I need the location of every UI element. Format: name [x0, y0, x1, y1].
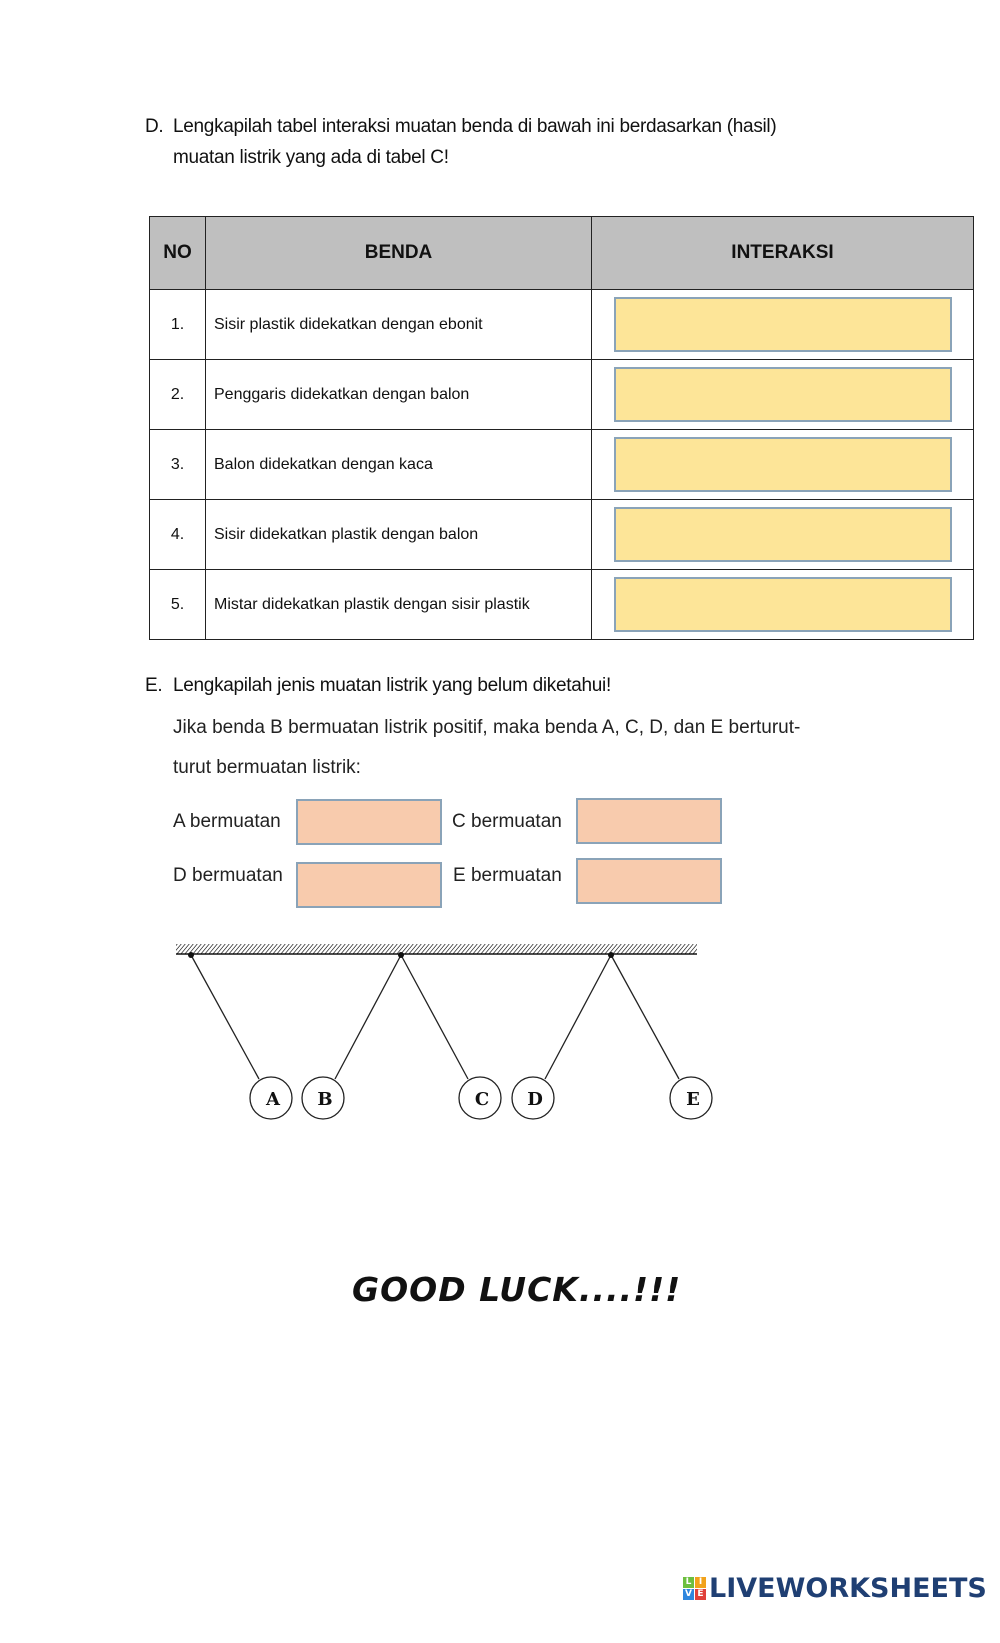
section-d-letter: D. [145, 116, 164, 137]
table-row: 2. Penggaris didekatkan dengan balon [149, 359, 974, 430]
header-benda: BENDA [205, 216, 592, 290]
section-e-line1: Jika benda B bermuatan listrik positif, … [173, 717, 801, 738]
ball-a [249, 1076, 293, 1120]
row-benda: Balon didekatkan dengan kaca [205, 429, 592, 500]
row-benda: Sisir didekatkan plastik dengan balon [205, 499, 592, 570]
ceiling-hatch [176, 944, 697, 954]
input-c[interactable] [576, 798, 722, 844]
string-c [400, 954, 469, 1080]
ball-d [511, 1076, 555, 1120]
header-no: NO [149, 216, 206, 290]
ball-label-e: E [686, 1089, 700, 1110]
row-no: 3. [149, 429, 206, 500]
row-no: 2. [149, 359, 206, 430]
good-luck-text: GOOD LUCK....!!! [352, 1270, 682, 1309]
row-no: 5. [149, 569, 206, 640]
ball-label-c: C [475, 1089, 489, 1110]
row-benda: Mistar didekatkan plastik dengan sisir p… [205, 569, 592, 640]
table-header: NO BENDA INTERAKSI [149, 216, 974, 290]
table-row: 4. Sisir didekatkan plastik dengan balon [149, 499, 974, 570]
row-no: 4. [149, 499, 206, 570]
table-row: 5. Mistar didekatkan plastik dengan sisi… [149, 569, 974, 640]
section-e-line2: turut bermuatan listrik: [173, 757, 361, 778]
input-a[interactable] [296, 799, 442, 845]
string-e [610, 954, 680, 1080]
label-a: A bermuatan [173, 811, 281, 832]
interaksi-input-4[interactable] [613, 507, 952, 562]
ball-label-a: A [265, 1089, 281, 1110]
interaksi-input-2[interactable] [613, 367, 952, 422]
row-benda: Penggaris didekatkan dengan balon [205, 359, 592, 430]
string-d [544, 954, 612, 1080]
section-d-instruction-line1: Lengkapilah tabel interaksi muatan benda… [173, 116, 777, 137]
ball-label-d: D [527, 1089, 543, 1110]
input-d[interactable] [296, 862, 442, 908]
ball-c [458, 1076, 502, 1120]
section-d-instruction-line2: muatan listrik yang ada di tabel C! [173, 147, 449, 168]
section-e-letter: E. [145, 675, 163, 696]
label-c: C bermuatan [452, 811, 562, 832]
logo-text: LIVEWORKSHEETS [709, 1573, 987, 1604]
liveworksheets-logo: L I V E LIVEWORKSHEETS [683, 1573, 987, 1604]
label-e: E bermuatan [453, 865, 562, 886]
pivot [188, 952, 194, 958]
logo-tiles-icon: L I V E [683, 1577, 706, 1600]
ball-e [669, 1076, 713, 1120]
table-row: 3. Balon didekatkan dengan kaca [149, 429, 974, 500]
string-b [334, 954, 402, 1080]
ball-label-b: B [317, 1089, 332, 1110]
interaksi-input-1[interactable] [613, 297, 952, 352]
pendulum-diagram: A B C D E [176, 944, 713, 1120]
string-a [190, 954, 260, 1080]
pivot [398, 952, 404, 958]
ball-b [301, 1076, 345, 1120]
table-row: 1. Sisir plastik didekatkan dengan eboni… [149, 289, 974, 360]
interaksi-input-5[interactable] [613, 577, 952, 632]
section-e-title: Lengkapilah jenis muatan listrik yang be… [173, 675, 611, 696]
interaction-table: NO BENDA INTERAKSI 1. Sisir plastik dide… [149, 216, 974, 640]
input-e[interactable] [576, 858, 722, 904]
row-benda: Sisir plastik didekatkan dengan ebonit [205, 289, 592, 360]
row-no: 1. [149, 289, 206, 360]
pivot [608, 952, 614, 958]
header-interaksi: INTERAKSI [591, 216, 974, 290]
label-d: D bermuatan [173, 865, 283, 886]
interaksi-input-3[interactable] [613, 437, 952, 492]
